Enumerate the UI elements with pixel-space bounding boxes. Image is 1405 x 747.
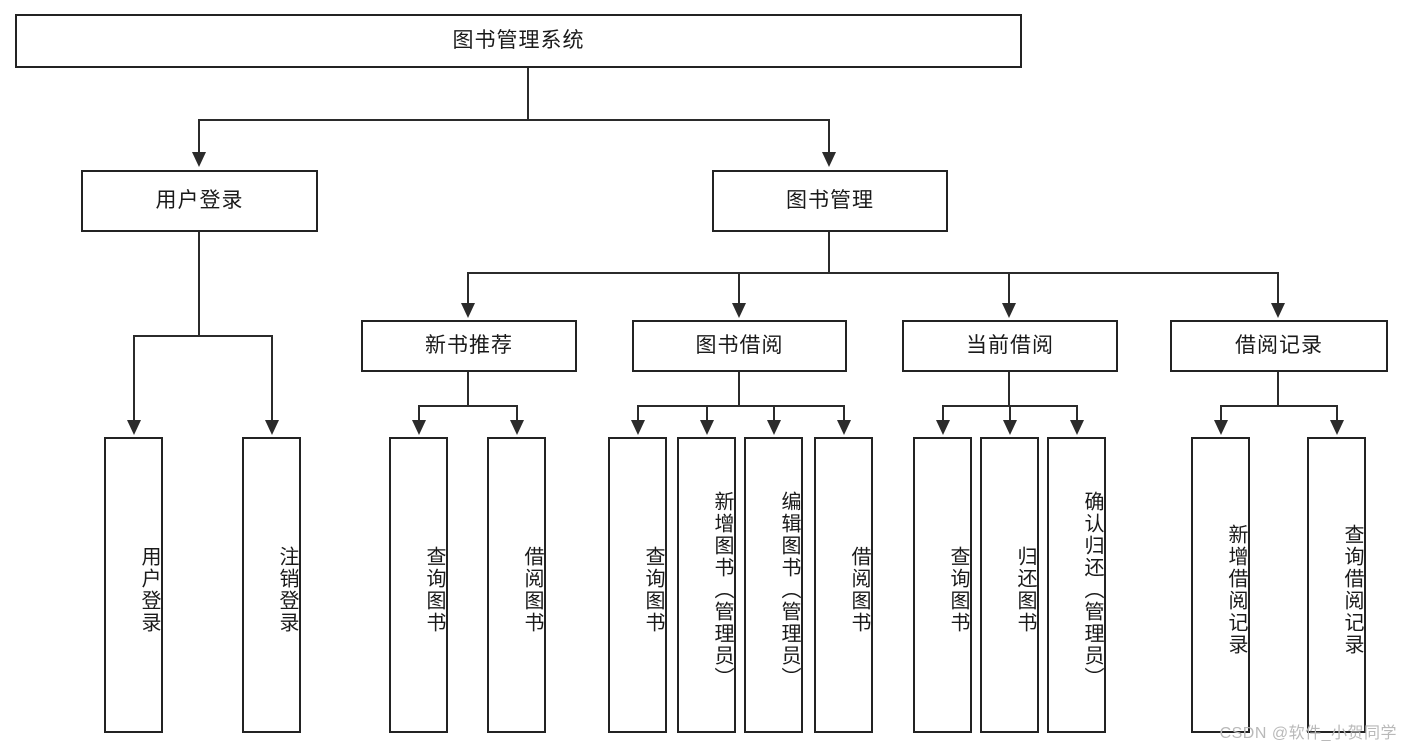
node-label: 查询借阅记录	[1341, 524, 1363, 656]
edge-book-borrow-bus	[637, 405, 845, 407]
leaf-nbr-borrow-book[interactable]: 借阅图书	[487, 437, 546, 733]
edge-drop-leaf-br-1	[1220, 405, 1222, 422]
arrow-book-borrow	[732, 303, 746, 318]
leaf-bb-add-book-admin[interactable]: 新增图书（管理员）	[677, 437, 736, 733]
arrow-user-login	[192, 152, 206, 167]
leaf-user-login-logout[interactable]: 注销登录	[242, 437, 301, 733]
edge-drop-leaf-cb-2	[1009, 405, 1011, 422]
node-label: 编辑图书（管理员）	[778, 491, 800, 689]
edge-drop-leaf-bb-1	[637, 405, 639, 422]
arrow-leaf-bb-3	[767, 420, 781, 435]
node-book-management[interactable]: 图书管理	[712, 170, 948, 232]
edge-borrow-records-stem	[1277, 372, 1279, 406]
edge-drop-user-login	[198, 119, 200, 155]
leaf-br-add-record[interactable]: 新增借阅记录	[1191, 437, 1250, 733]
edge-drop-leaf-nbr-2	[516, 405, 518, 422]
arrow-leaf-bb-2	[700, 420, 714, 435]
leaf-cb-confirm-return-admin[interactable]: 确认归还（管理员）	[1047, 437, 1106, 733]
node-root-book-management-system[interactable]: 图书管理系统	[15, 14, 1022, 68]
arrow-new-book-recommend	[461, 303, 475, 318]
edge-drop-book-borrow	[738, 272, 740, 305]
node-label: 查询图书	[642, 546, 664, 634]
edge-book-borrow-stem	[738, 372, 740, 406]
arrow-leaf-user-login-1	[127, 420, 141, 435]
leaf-cb-query-book[interactable]: 查询图书	[913, 437, 972, 733]
arrow-leaf-nbr-1	[412, 420, 426, 435]
node-label: 图书管理系统	[452, 29, 585, 53]
edge-user-login-stem	[198, 232, 200, 336]
node-label: 新书推荐	[425, 334, 513, 358]
node-book-borrow[interactable]: 图书借阅	[632, 320, 847, 372]
node-label: 借阅图书	[521, 546, 543, 634]
edge-drop-leaf-bb-3	[773, 405, 775, 422]
edge-level3-bus	[467, 272, 1279, 274]
node-label: 借阅图书	[848, 546, 870, 634]
edge-new-book-recommend-bus	[418, 405, 518, 407]
node-label: 当前借阅	[966, 334, 1054, 358]
edge-drop-leaf-bb-4	[843, 405, 845, 422]
node-label: 新增借阅记录	[1225, 524, 1247, 656]
node-label: 借阅记录	[1235, 334, 1323, 358]
node-label: 注销登录	[276, 546, 298, 634]
node-label: 查询图书	[423, 546, 445, 634]
edge-drop-leaf-bb-2	[706, 405, 708, 422]
node-label: 确认归还（管理员）	[1081, 491, 1103, 689]
leaf-nbr-query-book[interactable]: 查询图书	[389, 437, 448, 733]
node-label: 归还图书	[1014, 546, 1036, 634]
leaf-cb-return-book[interactable]: 归还图书	[980, 437, 1039, 733]
leaf-bb-edit-book-admin[interactable]: 编辑图书（管理员）	[744, 437, 803, 733]
arrow-leaf-nbr-2	[510, 420, 524, 435]
edge-level2-bus	[198, 119, 830, 121]
arrow-leaf-cb-1	[936, 420, 950, 435]
node-label: 新增图书（管理员）	[711, 491, 733, 689]
edge-drop-new-book-recommend	[467, 272, 469, 305]
edge-current-borrow-stem	[1008, 372, 1010, 406]
edge-drop-leaf-br-2	[1336, 405, 1338, 422]
arrow-book-management	[822, 152, 836, 167]
node-current-borrow[interactable]: 当前借阅	[902, 320, 1118, 372]
node-label: 用户登录	[138, 546, 160, 634]
node-label: 查询图书	[947, 546, 969, 634]
edge-drop-current-borrow	[1008, 272, 1010, 305]
edge-drop-leaf-cb-1	[942, 405, 944, 422]
edge-user-login-bus	[133, 335, 273, 337]
arrow-leaf-bb-4	[837, 420, 851, 435]
edge-borrow-records-bus	[1220, 405, 1338, 407]
node-borrow-records[interactable]: 借阅记录	[1170, 320, 1388, 372]
arrow-leaf-cb-3	[1070, 420, 1084, 435]
edge-root-stem	[527, 68, 529, 120]
arrow-leaf-user-login-2	[265, 420, 279, 435]
arrow-leaf-cb-2	[1003, 420, 1017, 435]
arrow-leaf-bb-1	[631, 420, 645, 435]
node-label: 图书借阅	[695, 334, 784, 358]
arrow-leaf-br-2	[1330, 420, 1344, 435]
node-label: 用户登录	[155, 189, 244, 213]
edge-book-management-stem	[828, 232, 830, 273]
arrow-leaf-br-1	[1214, 420, 1228, 435]
leaf-br-query-record[interactable]: 查询借阅记录	[1307, 437, 1366, 733]
leaf-user-login-login[interactable]: 用户登录	[104, 437, 163, 733]
node-label: 图书管理	[786, 189, 874, 213]
edge-drop-leaf-cb-3	[1076, 405, 1078, 422]
node-user-login[interactable]: 用户登录	[81, 170, 318, 232]
edge-drop-leaf-nbr-1	[418, 405, 420, 422]
leaf-bb-query-book[interactable]: 查询图书	[608, 437, 667, 733]
edge-drop-book-management	[828, 119, 830, 155]
csdn-watermark: CSDN @软件_小贺同学	[1219, 725, 1397, 742]
leaf-bb-borrow-book[interactable]: 借阅图书	[814, 437, 873, 733]
edge-drop-borrow-records	[1277, 272, 1279, 305]
arrow-borrow-records	[1271, 303, 1285, 318]
edge-drop-leaf-user-login-1	[133, 335, 135, 422]
edge-drop-leaf-user-login-2	[271, 335, 273, 422]
node-new-book-recommend[interactable]: 新书推荐	[361, 320, 577, 372]
arrow-current-borrow	[1002, 303, 1016, 318]
edge-new-book-recommend-stem	[467, 372, 469, 406]
